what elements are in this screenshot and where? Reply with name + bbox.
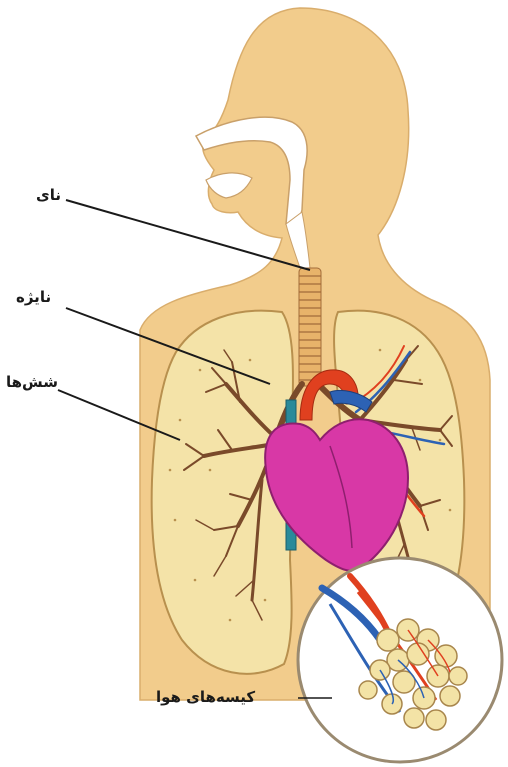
bronchus-label: نایژه (16, 288, 51, 306)
trachea (299, 268, 321, 386)
lungs-label: شش‌ها (6, 373, 58, 391)
alveoli-magnified (298, 558, 502, 762)
trachea-label: نای (36, 186, 61, 204)
alveoli-label: کیسه‌های هوا (156, 688, 255, 706)
